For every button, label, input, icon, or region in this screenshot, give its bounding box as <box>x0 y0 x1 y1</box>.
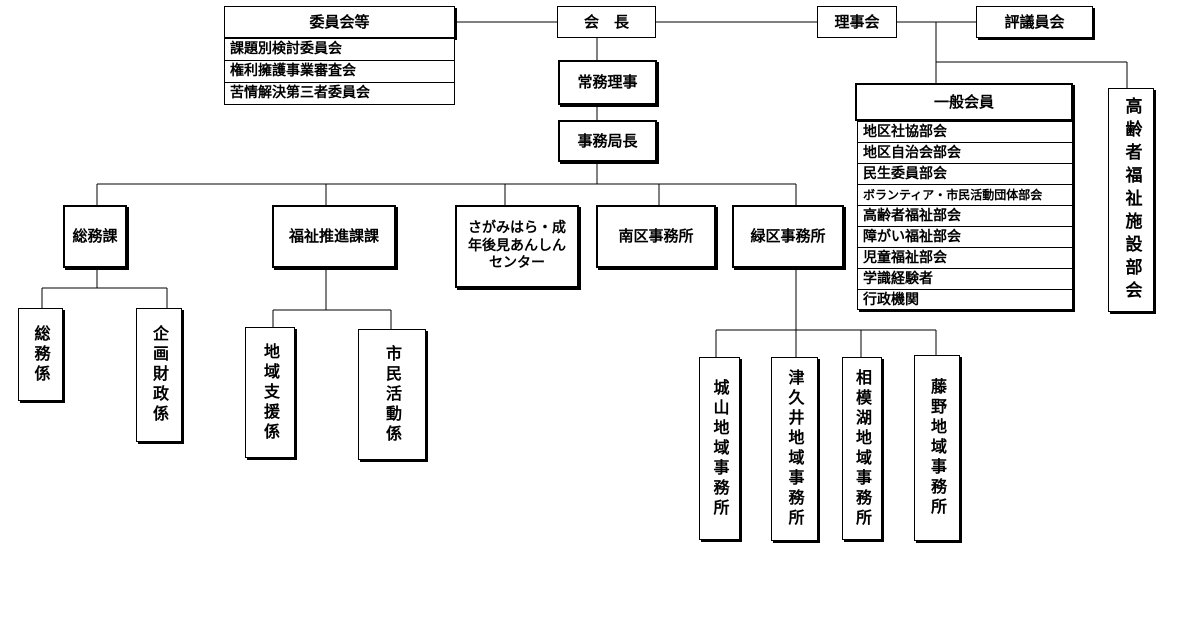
secretary-general-label: 事務局長 <box>577 131 638 150</box>
shiroyama-office-label: 城山地域事務所 <box>710 378 730 519</box>
councilors-box: 評議員会 <box>976 6 1093 38</box>
planning-section-label: 企画財政係 <box>150 325 169 425</box>
councilors-label: 評議員会 <box>1004 12 1065 31</box>
shiroyama-office-box: 城山地域事務所 <box>699 357 740 540</box>
sagamiko-office-label: 相模湖地域事務所 <box>853 368 872 529</box>
general-members-list: 地区社協部会 地区自治会部会 民生委員部会 ボランティア・市民活動団体部会 高齢… <box>857 121 1073 310</box>
committees-title: 委員会等 <box>309 12 370 31</box>
midori-office-label: 緑区事務所 <box>750 227 826 246</box>
sagamiko-office-box: 相模湖地域事務所 <box>842 357 882 540</box>
member-item: 地区自治会部会 <box>858 143 1072 164</box>
general-affairs-label: 総務課 <box>72 227 118 246</box>
member-item: ボランティア・市民活動団体部会 <box>858 185 1072 206</box>
general-section-label: 総務係 <box>31 324 51 385</box>
member-item: 障がい福祉部会 <box>858 227 1072 248</box>
civic-activity-label: 市民活動係 <box>383 344 402 445</box>
general-members-title-box: 一般会員 <box>855 83 1073 121</box>
tsukui-office-box: 津久井地域事務所 <box>771 357 818 541</box>
member-item: 地区社協部会 <box>858 122 1072 143</box>
committee-item: 権利擁護事業審査会 <box>225 61 454 83</box>
fujino-office-label: 藤野地域事務所 <box>928 378 947 518</box>
elderly-facilities-label: 高齢者福祉施設部会 <box>1121 96 1142 304</box>
welfare-promotion-box: 福祉推進課課 <box>272 205 396 268</box>
tsukui-office-label: 津久井地域事務所 <box>785 369 805 529</box>
board-box: 理事会 <box>817 6 897 38</box>
general-affairs-box: 総務課 <box>63 205 127 268</box>
executive-director-box: 常務理事 <box>558 60 657 105</box>
guardianship-center-box: さがみはら・成 年後見あんしん センター <box>455 205 579 288</box>
member-item: 行政機関 <box>863 292 919 308</box>
member-item: 学識経験者 <box>858 269 1072 290</box>
community-support-box: 地域支援係 <box>245 327 295 458</box>
committees-title-box: 委員会等 <box>224 6 455 38</box>
committee-item: 課題別検討委員会 <box>225 39 454 61</box>
board-label: 理事会 <box>834 12 880 31</box>
fujino-office-box: 藤野地域事務所 <box>914 355 960 541</box>
president-label: 会 長 <box>583 12 629 31</box>
member-item: 高齢者福祉部会 <box>858 206 1072 227</box>
general-members-title: 一般会員 <box>933 92 994 111</box>
minami-office-label: 南区事務所 <box>618 227 694 246</box>
civic-activity-box: 市民活動係 <box>358 329 426 460</box>
secretary-general-box: 事務局長 <box>558 120 657 162</box>
community-support-label: 地域支援係 <box>261 342 280 443</box>
committees-list: 課題別検討委員会 権利擁護事業審査会 苦情解決第三者委員会 <box>224 38 455 105</box>
president-box: 会 長 <box>557 6 656 38</box>
general-section-box: 総務係 <box>18 308 63 401</box>
member-item: 民生委員部会 <box>858 164 1072 185</box>
midori-office-box: 緑区事務所 <box>732 205 844 268</box>
welfare-promotion-label: 福祉推進課課 <box>288 227 379 246</box>
elderly-facilities-box: 高齢者福祉施設部会 <box>1108 88 1154 312</box>
executive-director-label: 常務理事 <box>577 73 638 92</box>
minami-office-box: 南区事務所 <box>596 205 716 268</box>
committee-item: 苦情解決第三者委員会 <box>230 85 370 101</box>
member-item: 児童福祉部会 <box>858 248 1072 269</box>
planning-section-box: 企画財政係 <box>136 308 182 442</box>
guardianship-center-label: さがみはら・成 年後見あんしん センター <box>468 220 566 272</box>
